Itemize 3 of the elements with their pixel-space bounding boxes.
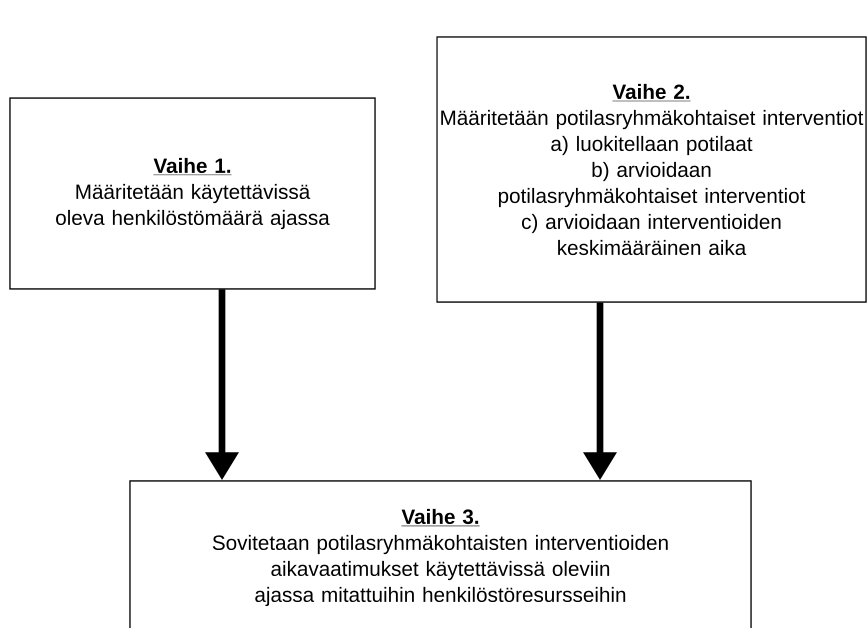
- step-box: Vaihe 2. Määritetään potilasryhmäkohtaiset interventiot a) luokitellaan potilaat b) arvioidaan potilasryhmäkohtaiset interventiot c) arvioidaan interventioiden keskimääräinen aika: [436, 36, 867, 303]
- step-box: Vaihe 1. Määritetään käytettävissä oleva henkilöstömäärä ajassa: [9, 97, 376, 290]
- step-box: Vaihe 3. Sovitetaan potilasryhmäkohtaisten interventioiden aikavaatimukset käytettävissä oleviin ajassa mitattuihin henkilöstöresursseihin: [129, 480, 752, 628]
